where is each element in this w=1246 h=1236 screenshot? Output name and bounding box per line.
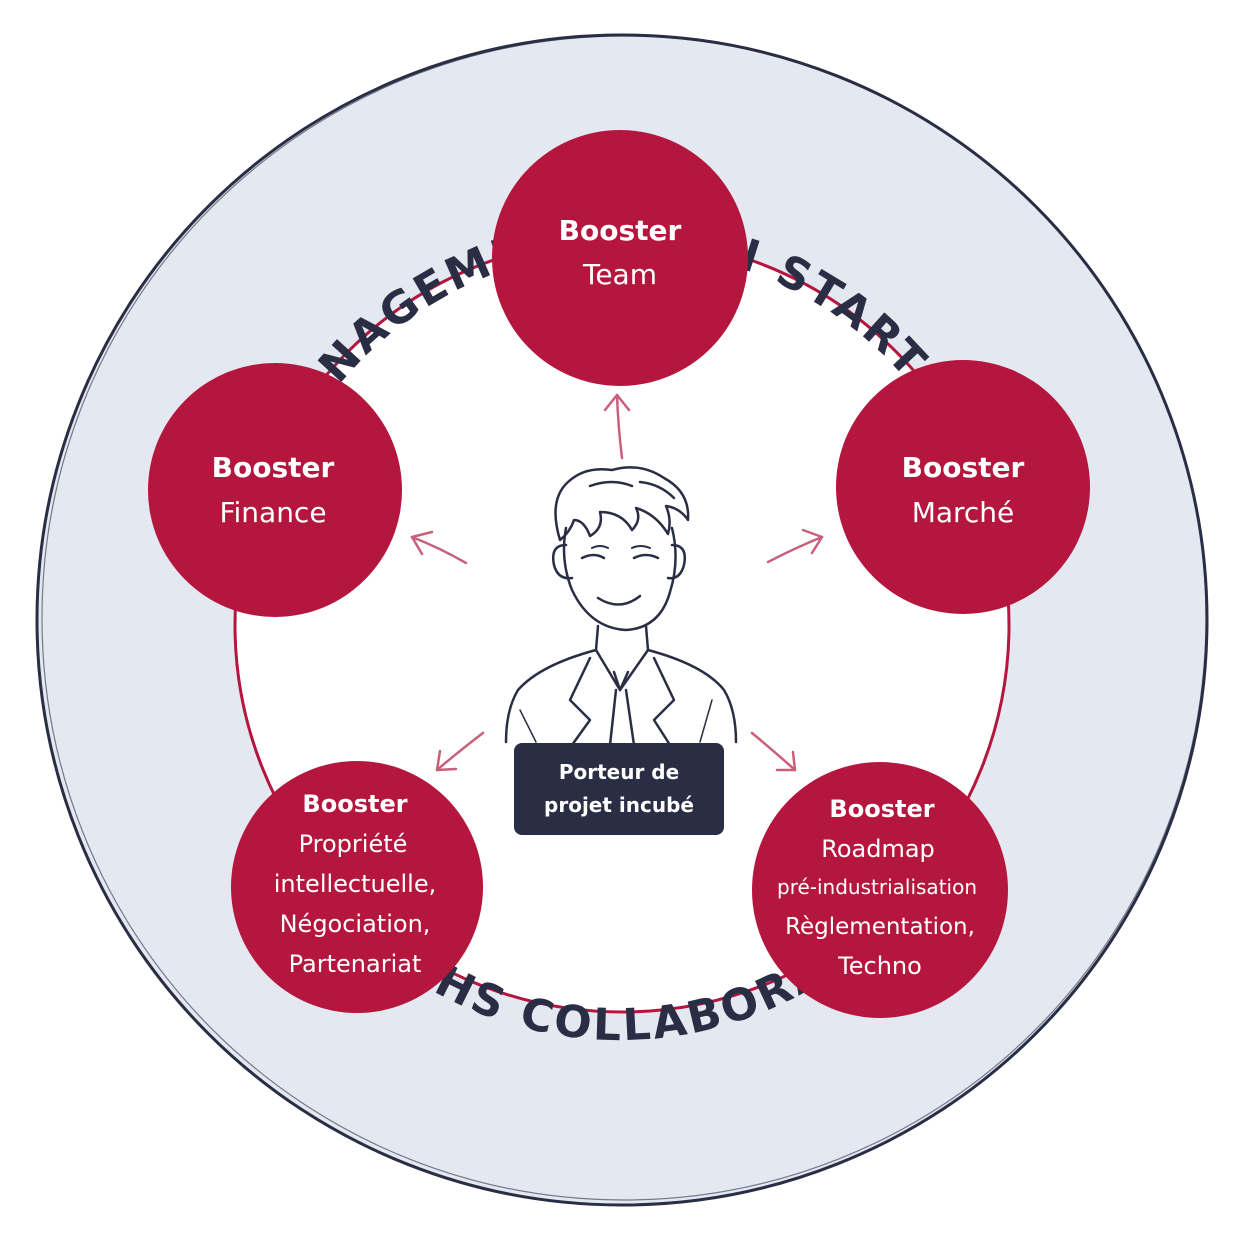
booster-propriete-line-3: Négociation, xyxy=(280,910,431,938)
booster-marche-circle xyxy=(836,360,1090,614)
arrow-to-propriete xyxy=(435,731,485,772)
booster-roadmap-line-3: Règlementation, xyxy=(785,914,975,940)
booster-roadmap-title: Booster xyxy=(829,795,934,823)
booster-finance-title: Booster xyxy=(212,451,335,484)
center-label: Porteur de projet incubé xyxy=(514,743,724,835)
center-label-line-1: Porteur de xyxy=(559,760,679,784)
center-label-line-2: projet incubé xyxy=(544,793,694,817)
arrow-to-marche xyxy=(766,528,824,564)
booster-propriete-line-2: intellectuelle, xyxy=(274,870,436,898)
booster-team-title: Booster xyxy=(559,214,682,247)
booster-finance-line-1: Finance xyxy=(219,496,326,529)
booster-team: Booster Team xyxy=(492,130,748,386)
person-icon xyxy=(504,466,738,747)
booster-roadmap-line-2: pré-industrialisation xyxy=(777,875,977,899)
outer-ring-sketch xyxy=(41,35,1207,1201)
booster-propriete-circle xyxy=(231,761,483,1013)
booster-marche-title: Booster xyxy=(902,451,1025,484)
booster-roadmap: Booster Roadmap pré-industrialisation Rè… xyxy=(752,762,1008,1018)
booster-finance-circle xyxy=(148,363,402,617)
booster-team-circle xyxy=(492,130,748,386)
booster-propriete-line-1: Propriété xyxy=(299,830,408,858)
arrow-to-roadmap xyxy=(750,731,797,772)
booster-roadmap-circle xyxy=(752,762,1008,1018)
arrow-to-team xyxy=(603,393,631,460)
booster-propriete: Booster Propriété intellectuelle, Négoci… xyxy=(231,761,483,1013)
booster-propriete-title: Booster xyxy=(302,790,407,818)
booster-roadmap-line-1: Roadmap xyxy=(821,835,935,863)
center-label-box xyxy=(514,743,724,835)
arrows xyxy=(410,393,824,772)
booster-propriete-line-4: Partenariat xyxy=(289,950,422,978)
arrow-to-finance xyxy=(410,530,468,565)
booster-team-line-1: Team xyxy=(582,258,657,291)
booster-finance: Booster Finance xyxy=(148,363,402,617)
booster-roadmap-line-4: Techno xyxy=(837,952,922,980)
booster-marche-line-1: Marché xyxy=(912,496,1015,529)
booster-marche: Booster Marché xyxy=(836,360,1090,614)
